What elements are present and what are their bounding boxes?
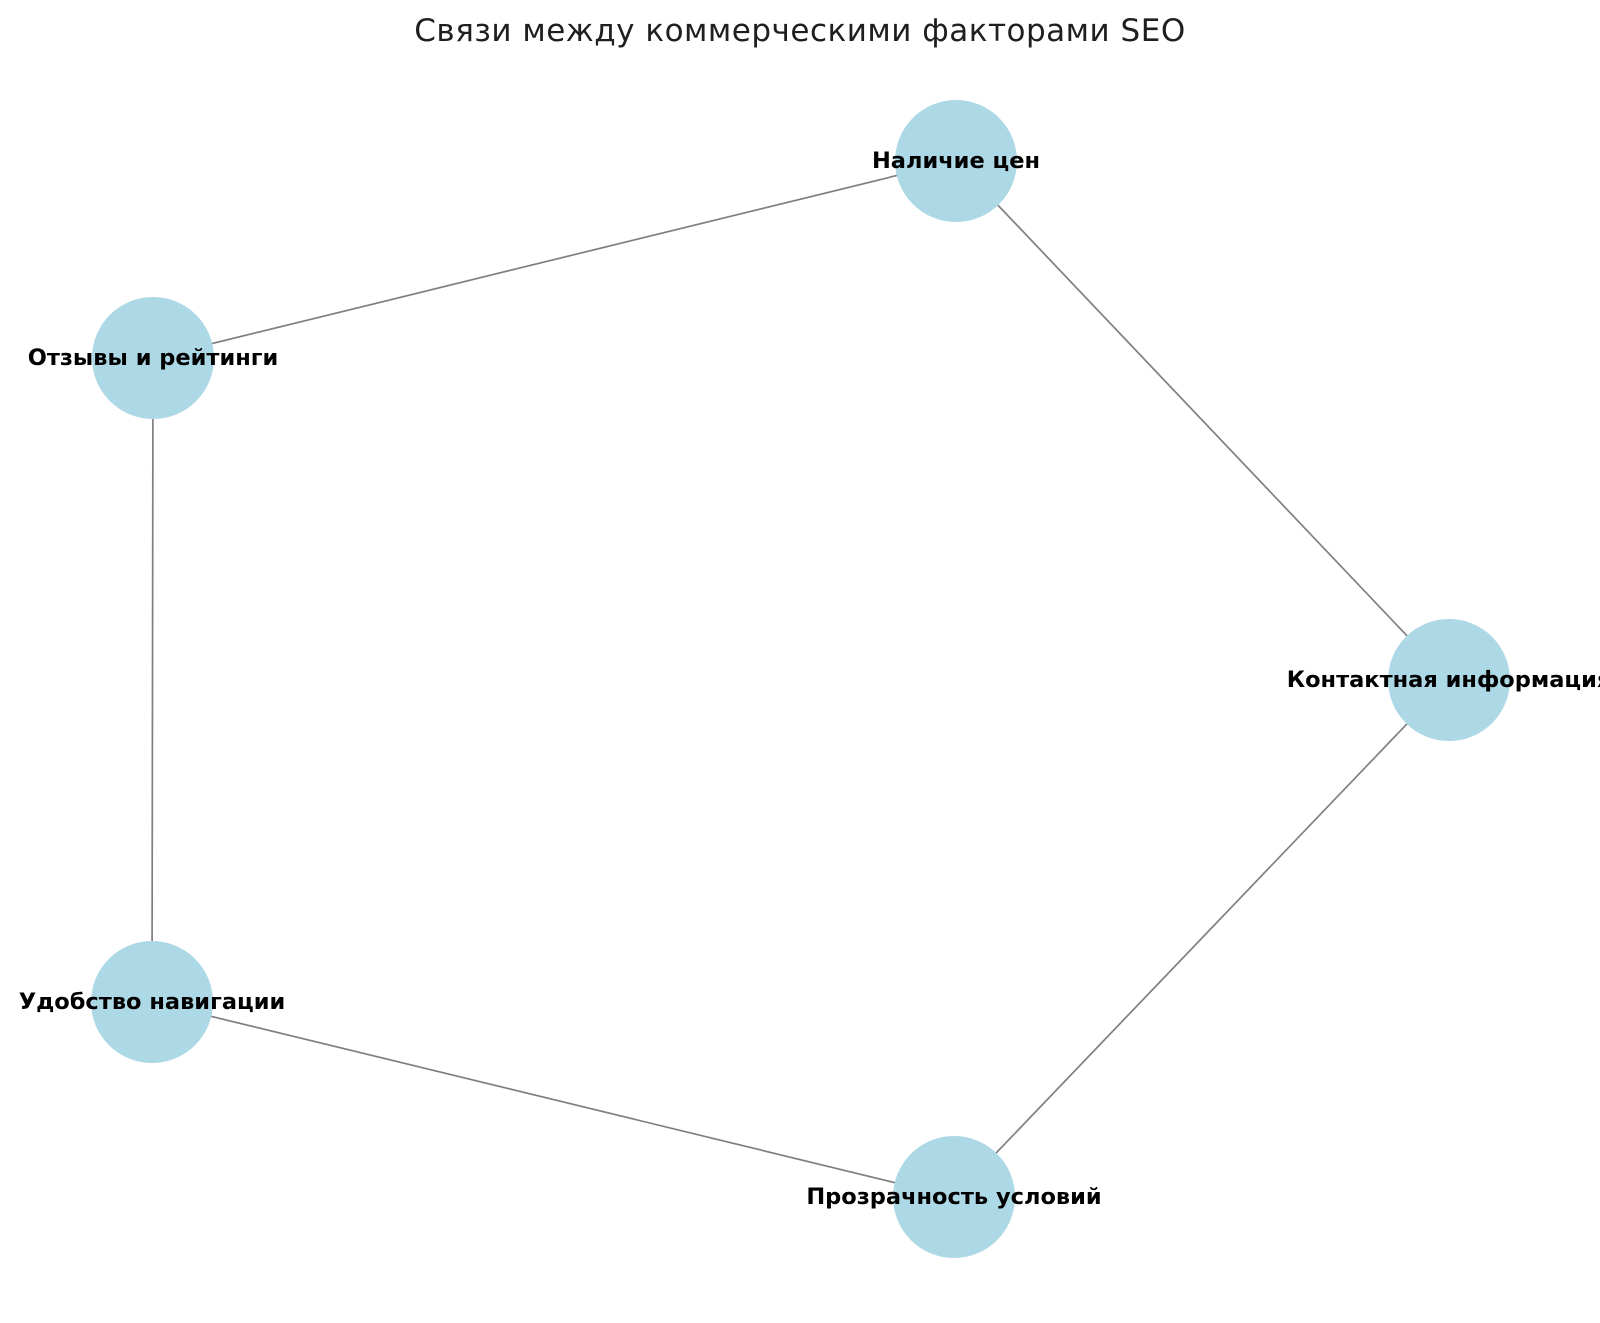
node-label-contact: Контактная информация [1287,667,1600,693]
node-circle-reviews [92,297,214,419]
edge-navigation-transparency [151,1001,955,1198]
node-circle-transparency [893,1136,1015,1258]
node-label-navigation: Удобство навигации [19,989,285,1015]
figure-title: Связи между коммерческими факторами SEO [414,13,1186,49]
edge-prices-contact [955,160,1450,681]
edge-transparency-contact [953,679,1450,1198]
node-circle-prices [895,100,1017,222]
node-circle-navigation [91,941,213,1063]
node-label-reviews: Отзывы и рейтинги [28,345,279,371]
node-circle-contact [1388,619,1510,741]
node-label-transparency: Прозрачность условий [806,1184,1101,1210]
node-label-prices: Наличие цен [872,148,1040,174]
edge-reviews-navigation [151,357,154,1003]
edge-prices-reviews [152,160,957,359]
